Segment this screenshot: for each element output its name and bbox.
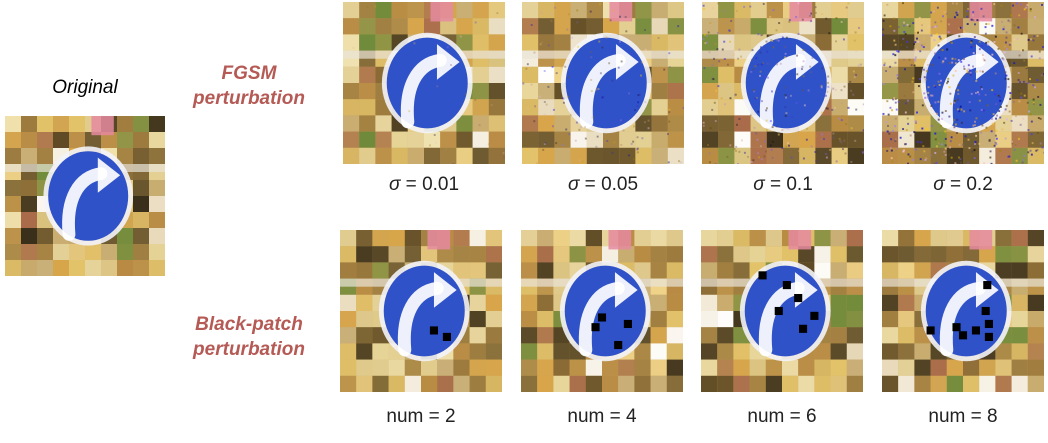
- black-patch-square: [774, 306, 783, 316]
- black-patch-image-2: [521, 230, 683, 392]
- black-patch-square: [981, 306, 990, 316]
- black-patch-square: [926, 326, 935, 335]
- black-patch-square: [429, 326, 439, 335]
- fgsm-image-4: [882, 2, 1044, 164]
- black-patch-image-1: [340, 230, 502, 392]
- fgsm-caption-1: σ = 0.01: [388, 174, 460, 195]
- fgsm-row-label: FGSM perturbation: [168, 61, 330, 111]
- original-sign-image: [5, 116, 165, 276]
- fgsm-label-line2: perturbation: [193, 88, 305, 109]
- black-patch-square: [952, 323, 961, 332]
- black-patch-square: [782, 281, 791, 290]
- fgsm-caption-3: σ = 0.1: [753, 174, 813, 195]
- fgsm-label-line1: FGSM: [221, 63, 277, 84]
- fgsm-image-3: [702, 2, 864, 164]
- fgsm-image-1: [343, 2, 505, 164]
- black-patch-square: [983, 281, 992, 290]
- black-patch-image-3: [701, 230, 863, 392]
- black-patch-row-label: Black-patch perturbation: [168, 312, 330, 362]
- black-patch-square: [591, 323, 600, 332]
- black-patch-square: [810, 311, 819, 320]
- black-patch-square: [984, 319, 993, 329]
- black-patch-caption-4: num = 8: [928, 406, 998, 427]
- fgsm-caption-2: σ = 0.05: [567, 174, 639, 195]
- black-patch-caption-2: num = 4: [567, 406, 637, 427]
- black-patch-square: [984, 332, 993, 341]
- black-patch-caption-3: num = 6: [747, 406, 817, 427]
- black-patch-square: [614, 340, 623, 350]
- black-patch-square: [623, 319, 632, 329]
- black-patch-square: [958, 331, 968, 340]
- black-patch-square: [442, 332, 451, 341]
- black-patch-square: [799, 324, 808, 333]
- black-patch-square: [758, 271, 767, 280]
- black-patch-square: [597, 313, 607, 322]
- black-patch-label-line1: Black-patch: [195, 314, 303, 335]
- original-label: Original: [52, 77, 118, 98]
- fgsm-caption-4: σ = 0.2: [933, 174, 993, 195]
- black-patch-label-line2: perturbation: [193, 339, 305, 360]
- black-patch-caption-1: num = 2: [386, 406, 456, 427]
- fgsm-image-2: [522, 2, 684, 164]
- black-patch-image-4: [882, 230, 1044, 392]
- black-patch-square: [794, 293, 803, 303]
- black-patch-square: [971, 326, 981, 335]
